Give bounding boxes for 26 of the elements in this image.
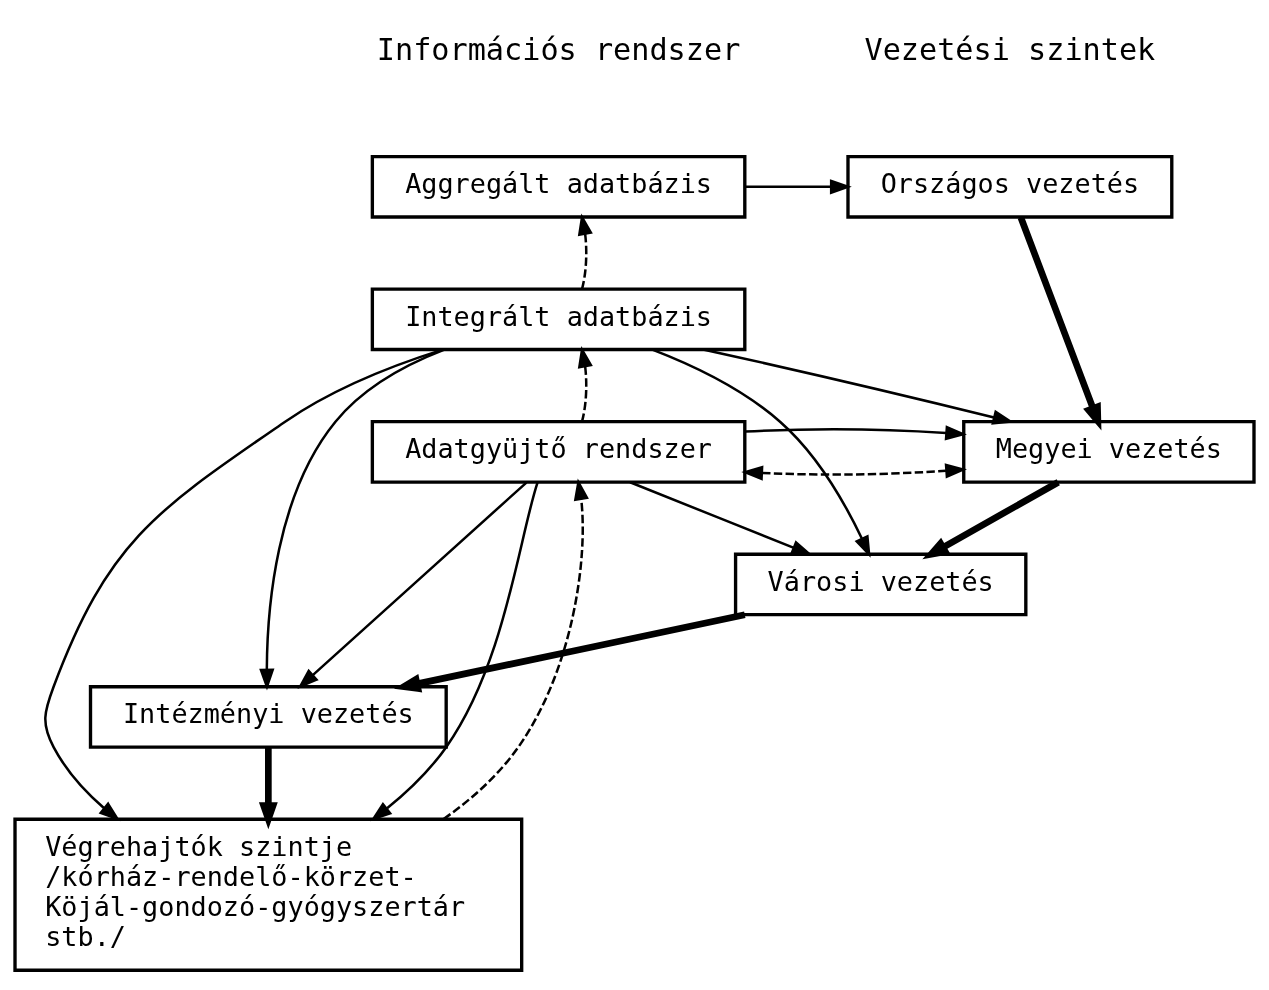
node-box: Országos vezetés xyxy=(846,154,1174,219)
arrow xyxy=(1017,215,1102,431)
node-box: Aggregált adatbázis xyxy=(370,154,747,219)
arrow xyxy=(393,611,746,692)
arrow xyxy=(577,212,593,289)
arrow xyxy=(741,462,967,481)
arrow xyxy=(44,347,444,821)
node-box: Integrált adatbázis xyxy=(370,286,747,351)
arrow xyxy=(922,478,1060,559)
arrow xyxy=(370,481,539,821)
label: Információs rendszer xyxy=(376,31,741,67)
arrow xyxy=(745,178,852,194)
node-box: Adatgyüjtő rendszer xyxy=(370,419,747,484)
label: Vezetési szintek xyxy=(864,31,1156,67)
arrow xyxy=(745,424,967,441)
node-box: Intézményi vezetés xyxy=(88,684,448,749)
arrow xyxy=(258,746,278,829)
arrow xyxy=(577,345,593,422)
node-box: Megyei vezetés xyxy=(962,419,1256,484)
arrow xyxy=(651,348,871,558)
node-box: Városi vezetés xyxy=(733,552,1028,616)
node-box: Végrehajtók szintje /kórház-rendelő-körzet-Köjál-gondozó-gyógyszertár stb./ xyxy=(13,817,524,972)
arrow xyxy=(297,481,528,689)
arrow xyxy=(629,480,813,556)
arrow xyxy=(442,477,589,820)
arrow xyxy=(259,347,445,690)
